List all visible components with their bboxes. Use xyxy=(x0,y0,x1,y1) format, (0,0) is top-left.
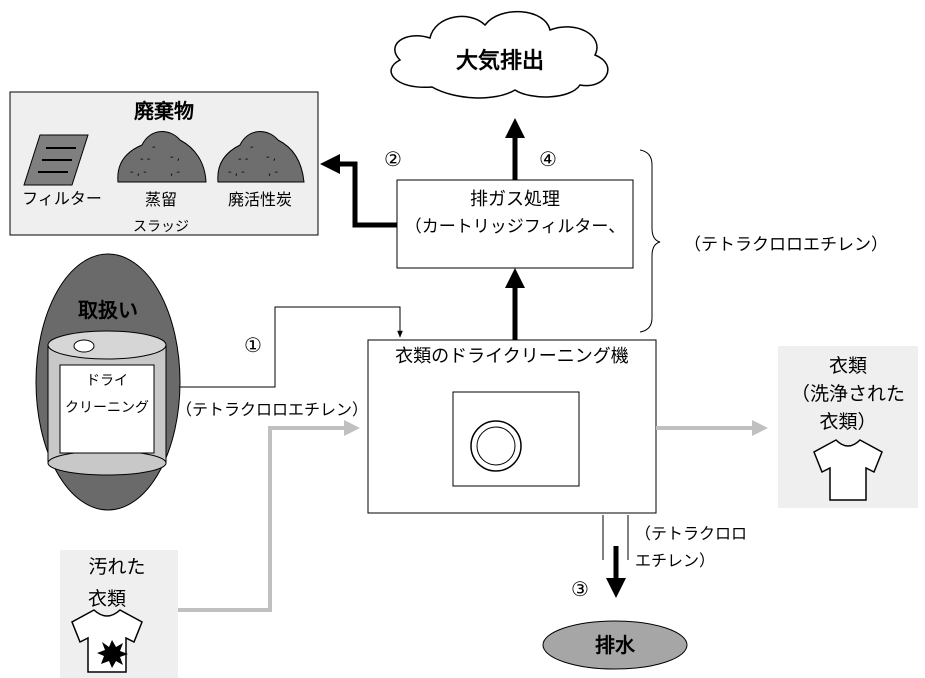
clean-clothes-box: 衣類 （洗浄された 衣類） xyxy=(778,346,918,508)
can-label-2: クリーニング xyxy=(65,400,149,416)
dry-cleaning-machine: 衣類のドライクリーニング機 xyxy=(367,339,657,514)
svg-text:-: - xyxy=(250,142,254,153)
cloud-shape xyxy=(390,11,609,99)
number-3: ③ xyxy=(571,577,589,601)
exhaust-title: 排ガス処理 xyxy=(470,189,560,210)
svg-text:- ,: - , xyxy=(170,152,180,163)
waste-title: 廃棄物 xyxy=(134,99,194,123)
can-top xyxy=(47,330,167,360)
svg-text:- -: - - xyxy=(238,154,249,165)
machine-title: 衣類のドライクリーニング機 xyxy=(395,346,629,367)
brace-label: （テトラクロロエチレン） xyxy=(684,235,888,255)
carbon-label: 廃活性炭 xyxy=(228,190,292,209)
clean-shirt-icon xyxy=(813,439,883,501)
number-1: ① xyxy=(244,333,262,357)
arrow-to-waste xyxy=(320,154,397,228)
filter-icon xyxy=(23,134,89,186)
can-cap xyxy=(73,339,95,353)
drain-ellipse xyxy=(542,620,688,670)
number-2: ② xyxy=(384,147,402,171)
stain-icon xyxy=(97,640,128,668)
sludge-pile-icon: - - - - , - , - , - xyxy=(117,131,207,183)
brace xyxy=(639,149,661,333)
svg-text:, -: , - xyxy=(170,167,180,178)
clean-clothes-line2: （洗浄された xyxy=(791,383,905,405)
sludge-label-1: 蒸留 xyxy=(145,190,177,209)
handling-title: 取扱い xyxy=(78,298,138,322)
input-label: （テトラクロロエチレン） xyxy=(176,400,368,419)
clean-clothes-line1: 衣類 xyxy=(829,355,867,377)
dirty-clothes-line2: 衣類 xyxy=(88,588,126,610)
svg-text:- , -: - , - xyxy=(228,167,245,178)
clean-clothes-line3: 衣類） xyxy=(819,411,876,433)
drain-label-2: エチレン） xyxy=(635,551,715,570)
drain-label-1: （テトラクロロ xyxy=(635,524,747,543)
svg-text:- ,: - , xyxy=(266,152,276,163)
filter-label: フィルター xyxy=(22,189,102,208)
can-label-1: ドライ xyxy=(86,373,128,389)
dirty-shirt-icon xyxy=(71,609,143,673)
dirty-clothes-line1: 汚れた xyxy=(88,556,145,578)
svg-text:- , -: - , - xyxy=(130,167,147,178)
dirty-clothes: 汚れた 衣類 xyxy=(60,550,178,678)
can-label-panel xyxy=(59,364,155,454)
atmosphere-cloud: 大気排出 xyxy=(390,11,609,99)
machine-drum-inner xyxy=(476,426,516,466)
drain-label: 排水 xyxy=(595,633,636,657)
svg-text:, -: , - xyxy=(268,167,278,178)
waste-box: 廃棄物 フィルター - - - - , - , - , - 蒸留 スラッジ - … xyxy=(9,91,319,236)
handling-drum: 取扱い ドライ クリーニング xyxy=(35,253,181,511)
exhaust-subtitle: （カートリッジフィルター、 xyxy=(405,217,626,237)
number-4: ④ xyxy=(539,147,557,171)
drain-pool: 排水 xyxy=(542,620,688,670)
sludge-label-2: スラッジ xyxy=(133,219,189,235)
carbon-pile-icon: - - - - , - , - , - xyxy=(217,131,305,183)
can-bottom xyxy=(47,450,167,476)
svg-text:-: - xyxy=(152,142,156,153)
exhaust-treatment-box: 排ガス処理 （カートリッジフィルター、 xyxy=(396,179,634,269)
arrow-dirty-to-machine xyxy=(176,420,360,612)
cloud-label: 大気排出 xyxy=(456,48,544,74)
svg-text:- -: - - xyxy=(140,154,151,165)
arrow-handling-to-machine xyxy=(180,306,403,388)
